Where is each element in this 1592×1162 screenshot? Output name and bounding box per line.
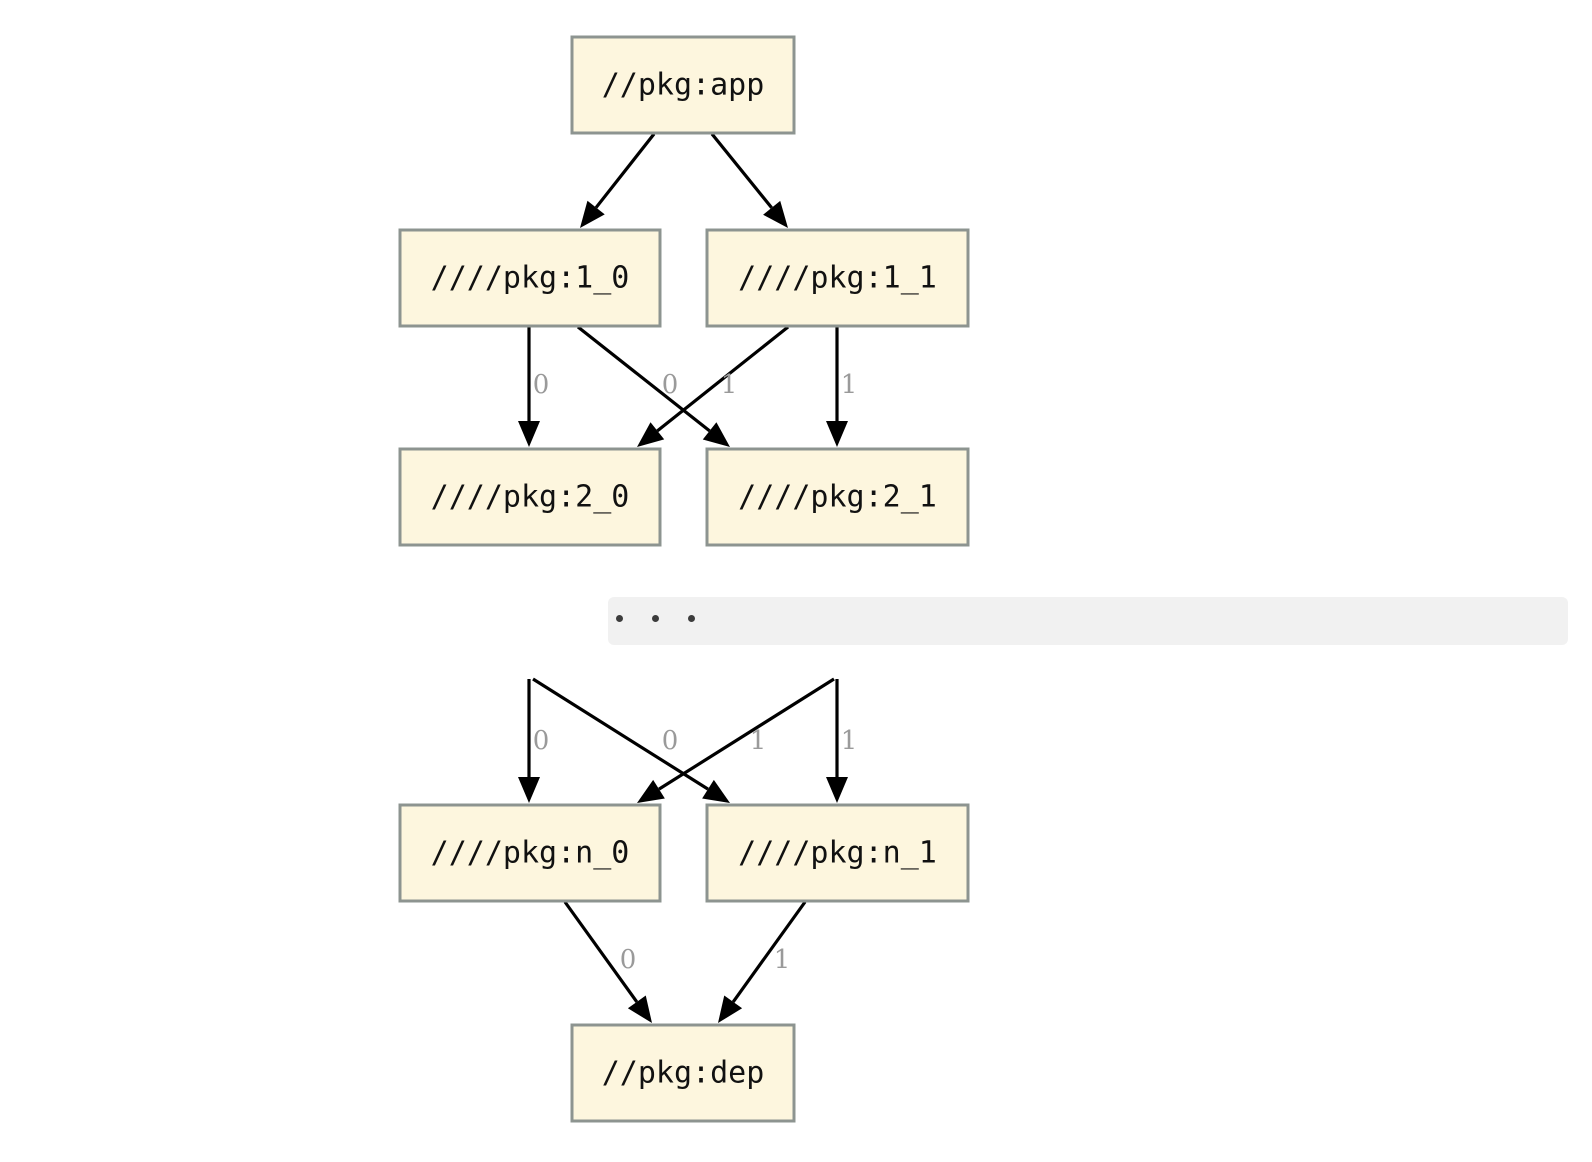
graph-edge [637, 325, 789, 447]
edge-arrowhead [627, 995, 652, 1023]
edge-arrowhead [580, 200, 605, 228]
node-label: ////pkg:1_0 [431, 261, 630, 296]
edge-line [658, 677, 835, 791]
node-box[interactable] [398, 803, 662, 903]
graph-edge [718, 901, 807, 1023]
edge-line [532, 677, 709, 791]
edge-arrowhead [702, 422, 730, 447]
node-label: //pkg:app [602, 68, 765, 103]
graph-edge [710, 132, 788, 228]
node-box[interactable] [705, 447, 970, 547]
graph-edge [518, 679, 540, 803]
edge-label: 1 [841, 370, 858, 400]
edge-arrowhead [702, 779, 730, 803]
edge-label: 1 [750, 726, 767, 756]
graph-edge [637, 677, 835, 803]
edge-arrowhead [637, 779, 665, 803]
graph-node-dep[interactable]: //pkg:dep [570, 1023, 796, 1123]
graph-edge [826, 679, 848, 803]
graph-edge [532, 677, 730, 803]
graph-node-app[interactable]: //pkg:app [570, 35, 796, 135]
graph-node-n_1[interactable]: ////pkg:n_1 [705, 803, 970, 903]
graph-node-2_1[interactable]: ////pkg:2_1 [705, 447, 970, 547]
edge-arrowhead [637, 422, 665, 447]
edge-labels-layer: 0 0 1 1 0 0 1 1 0 1 [533, 370, 858, 975]
graph-node-1_0[interactable]: ////pkg:1_0 [398, 228, 662, 328]
node-box[interactable] [570, 35, 796, 135]
graph-edge [518, 327, 540, 447]
truncation-ellipsis-band [608, 597, 1568, 645]
edge-label: 1 [774, 945, 791, 975]
edge-line [710, 132, 773, 209]
graph-edge [826, 327, 848, 447]
edge-label: 0 [662, 726, 679, 756]
ellipsis-dot [652, 615, 659, 622]
edge-label: 0 [620, 945, 637, 975]
edge-line [731, 901, 807, 1003]
edges-layer [518, 132, 848, 1023]
ellipsis-dot [616, 615, 623, 622]
graph-node-2_0[interactable]: ////pkg:2_0 [398, 447, 662, 547]
node-label: ////pkg:n_0 [431, 836, 630, 871]
ellipsis-dot [688, 615, 695, 622]
edge-line [563, 901, 639, 1003]
edge-line [594, 133, 656, 209]
edge-line [577, 325, 711, 433]
node-box[interactable] [398, 447, 662, 547]
node-label: ////pkg:1_1 [738, 261, 937, 296]
node-label: //pkg:dep [602, 1056, 765, 1091]
node-box[interactable] [705, 228, 970, 328]
graph-edge [580, 133, 656, 228]
edge-label: 0 [662, 370, 679, 400]
edge-arrowhead [518, 777, 540, 803]
graph-edge [577, 325, 730, 447]
edge-arrowhead [826, 421, 848, 447]
edge-label: 0 [533, 726, 550, 756]
node-box[interactable] [705, 803, 970, 903]
edge-label: 1 [841, 726, 858, 756]
edge-label: 1 [721, 370, 738, 400]
node-label: ////pkg:n_1 [738, 836, 937, 871]
node-box[interactable] [570, 1023, 796, 1123]
graph-node-1_1[interactable]: ////pkg:1_1 [705, 228, 970, 328]
edge-line [656, 325, 789, 433]
nodes-layer: //pkg:app ////pkg:1_0 ////pkg:1_1 ////pkg:2… [398, 35, 970, 1123]
edge-arrowhead [826, 777, 848, 803]
edge-arrowhead [518, 421, 540, 447]
edge-arrowhead [718, 995, 743, 1023]
edge-arrowhead [763, 200, 788, 228]
node-label: ////pkg:2_0 [431, 480, 630, 515]
graph-edge [563, 901, 652, 1023]
graph-node-n_0[interactable]: ////pkg:n_0 [398, 803, 662, 903]
edge-label: 0 [533, 370, 550, 400]
node-box[interactable] [398, 228, 662, 328]
node-label: ////pkg:2_1 [738, 480, 937, 515]
